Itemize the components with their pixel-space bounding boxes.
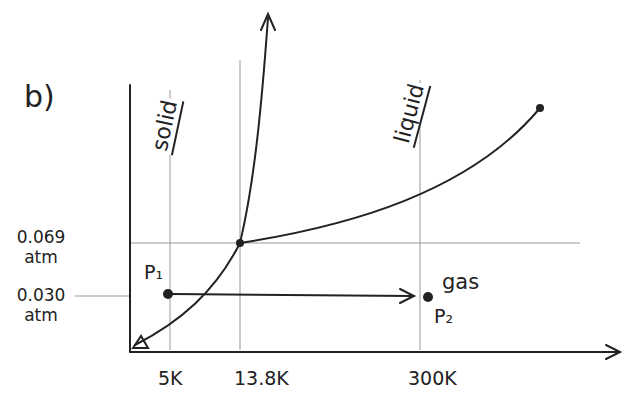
vaporization-curve	[240, 108, 540, 243]
point-label: P₁	[142, 262, 165, 284]
state-point	[423, 292, 433, 302]
guide-line	[130, 243, 580, 244]
origin-triangle	[133, 336, 148, 348]
axis-arrowhead	[606, 345, 620, 359]
pressure-label: 0.069 atm	[8, 228, 74, 267]
region-label: gas	[440, 270, 481, 294]
pressure-label: 0.030 atm	[8, 286, 74, 325]
y-axis	[129, 85, 131, 352]
temperature-label: 300K	[406, 368, 459, 390]
region-label: liquid	[389, 79, 432, 148]
x-axis	[130, 351, 618, 353]
temperature-label: 13.8K	[232, 368, 291, 390]
part-label: b)	[22, 80, 57, 115]
state-point	[163, 289, 173, 299]
temperature-label: 5K	[156, 368, 185, 390]
critical-point	[536, 104, 544, 112]
guide-line	[240, 60, 241, 350]
process-arrowhead	[400, 289, 414, 303]
process-arrow	[172, 294, 412, 296]
fusion-curve	[240, 18, 268, 243]
curve-arrowhead	[261, 14, 275, 30]
region-label: solid	[146, 96, 184, 156]
point-label: P₂	[432, 306, 455, 328]
triple-point	[236, 239, 244, 247]
guide-line	[75, 296, 130, 297]
